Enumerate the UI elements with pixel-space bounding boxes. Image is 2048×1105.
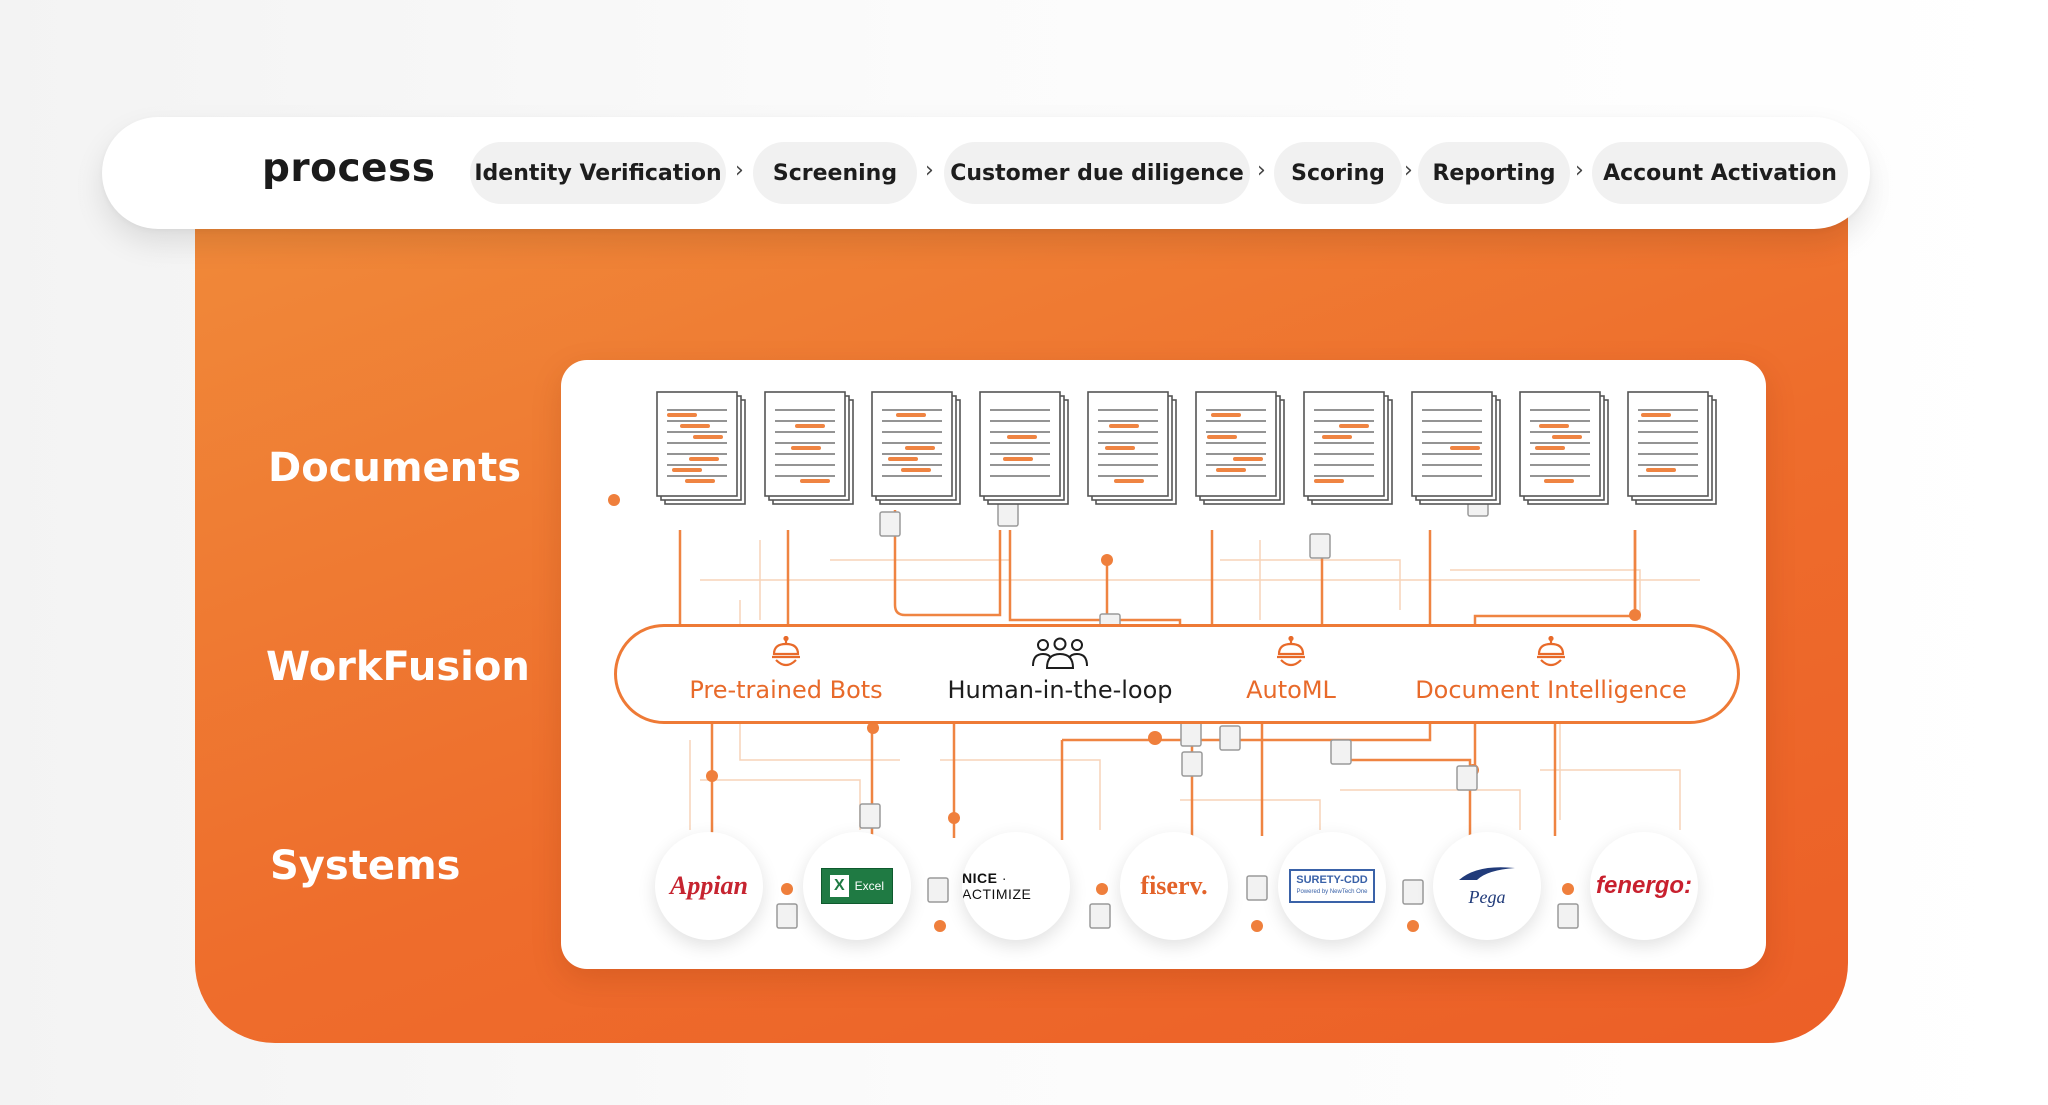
chevron-right-icon: › (925, 158, 934, 183)
step-reporting[interactable]: Reporting (1418, 142, 1570, 204)
workfusion-item-pretrained-bots[interactable]: Pre-trained Bots (686, 636, 886, 704)
bot-icon (1277, 636, 1305, 667)
bot-icon (1537, 636, 1565, 667)
workfusion-item-automl[interactable]: AutoML (1226, 636, 1356, 704)
step-screening[interactable]: Screening (753, 142, 917, 204)
excel-icon: X (829, 875, 849, 897)
workfusion-item-label: AutoML (1246, 676, 1336, 704)
system-pega[interactable]: Pega (1433, 832, 1541, 940)
workfusion-item-label: Human-in-the-loop (947, 676, 1173, 704)
bot-icon (772, 636, 800, 667)
system-appian[interactable]: Appian (655, 832, 763, 940)
workfusion-item-human-in-the-loop[interactable]: Human-in-the-loop (940, 636, 1180, 704)
people-icon (1032, 637, 1088, 669)
chevron-right-icon: › (1404, 158, 1413, 183)
workfusion-item-label: Pre-trained Bots (689, 676, 883, 704)
workfusion-item-label: Document Intelligence (1415, 676, 1687, 704)
row-label-systems: Systems (270, 843, 461, 889)
pega-logo: Pega (1457, 864, 1517, 908)
fiserv-logo: fiserv. (1140, 871, 1208, 900)
pega-wing-icon (1459, 867, 1515, 880)
process-title: process (262, 146, 436, 191)
system-fenergo[interactable]: fenergo: (1590, 832, 1698, 940)
step-identity-verification[interactable]: Identity Verification (470, 142, 726, 204)
chevron-right-icon: › (1257, 158, 1266, 183)
system-nice-actimize[interactable]: NICE · ACTIMIZE (962, 832, 1070, 940)
chevron-right-icon: › (735, 158, 744, 183)
appian-logo: Appian (669, 871, 749, 900)
chevron-right-icon: › (1575, 158, 1584, 183)
nice-actimize-logo: NICE · ACTIMIZE (962, 870, 1032, 902)
row-label-workfusion: WorkFusion (266, 644, 530, 690)
row-label-documents: Documents (268, 445, 522, 491)
step-customer-due-diligence[interactable]: Customer due diligence (944, 142, 1250, 204)
step-scoring[interactable]: Scoring (1274, 142, 1402, 204)
step-account-activation[interactable]: Account Activation (1592, 142, 1848, 204)
fenergo-logo: fenergo: (1596, 872, 1692, 899)
system-fiserv[interactable]: fiserv. (1120, 832, 1228, 940)
workfusion-item-document-intelligence[interactable]: Document Intelligence (1406, 636, 1696, 704)
